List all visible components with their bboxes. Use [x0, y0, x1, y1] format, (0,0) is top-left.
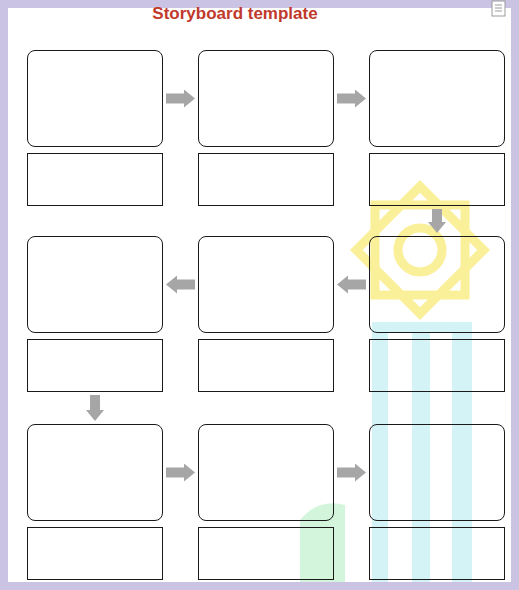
block-arrow [166, 468, 184, 478]
caption-box [198, 527, 334, 580]
block-arrow [348, 280, 366, 290]
picture-frame [198, 424, 334, 521]
caption-box [198, 153, 334, 206]
block-arrow [337, 468, 355, 478]
picture-frame [198, 50, 334, 147]
caption-box [27, 153, 163, 206]
picture-frame [198, 236, 334, 333]
watermark-bars [300, 322, 472, 582]
storyboard-frame [198, 50, 334, 206]
picture-frame [369, 50, 505, 147]
picture-frame [27, 236, 163, 333]
caption-box [369, 153, 505, 206]
picture-frame [27, 424, 163, 521]
storyboard-frame [27, 424, 163, 580]
storyboard-frame [27, 236, 163, 392]
caption-box [27, 339, 163, 392]
caption-box [369, 527, 505, 580]
block-arrow [337, 94, 355, 104]
storyboard-frame [198, 236, 334, 392]
storyboard-frame [369, 236, 505, 392]
caption-box [369, 339, 505, 392]
caption-box [198, 339, 334, 392]
storyboard-frame [369, 424, 505, 580]
page-icon [492, 1, 505, 16]
block-arrow [90, 395, 100, 410]
picture-frame [369, 236, 505, 333]
storyboard-frame [369, 50, 505, 206]
block-arrow [177, 280, 195, 290]
picture-frame [27, 50, 163, 147]
page-title: Storyboard template [0, 4, 470, 24]
block-arrow [432, 209, 442, 222]
caption-box [27, 527, 163, 580]
storyboard-frame [198, 424, 334, 580]
picture-frame [369, 424, 505, 521]
storyboard-frame [27, 50, 163, 206]
block-arrow [166, 94, 184, 104]
